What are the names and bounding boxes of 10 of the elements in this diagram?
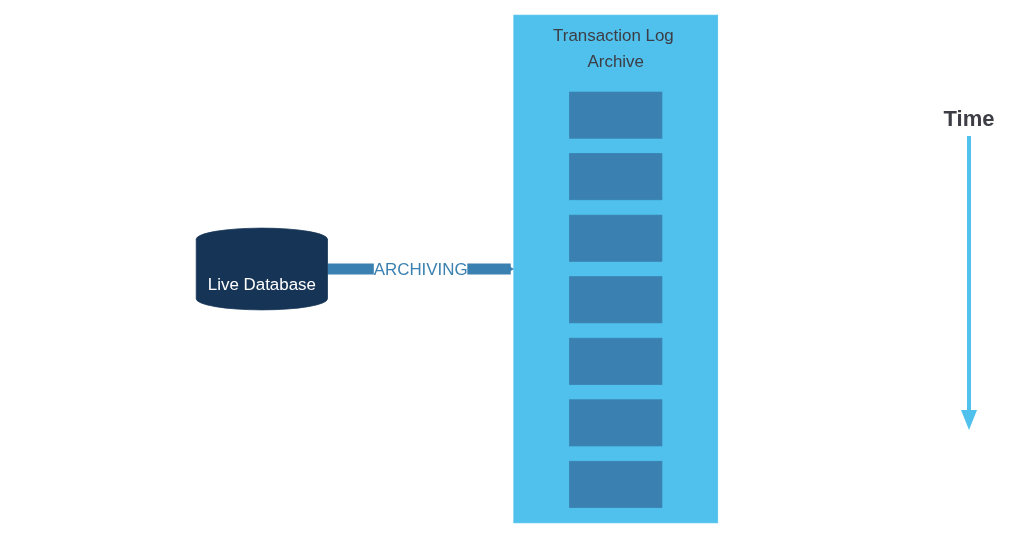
axis-label: Time — [943, 105, 995, 132]
edge-label: ARCHIVING — [373, 258, 468, 279]
node-box — [569, 398, 663, 446]
node-box — [569, 152, 663, 200]
node-box — [569, 214, 663, 262]
node-box — [569, 460, 663, 508]
node-box — [569, 275, 663, 323]
cluster: Transaction Log Archive — [513, 14, 719, 523]
node-box — [569, 91, 663, 139]
node-box — [569, 337, 663, 385]
